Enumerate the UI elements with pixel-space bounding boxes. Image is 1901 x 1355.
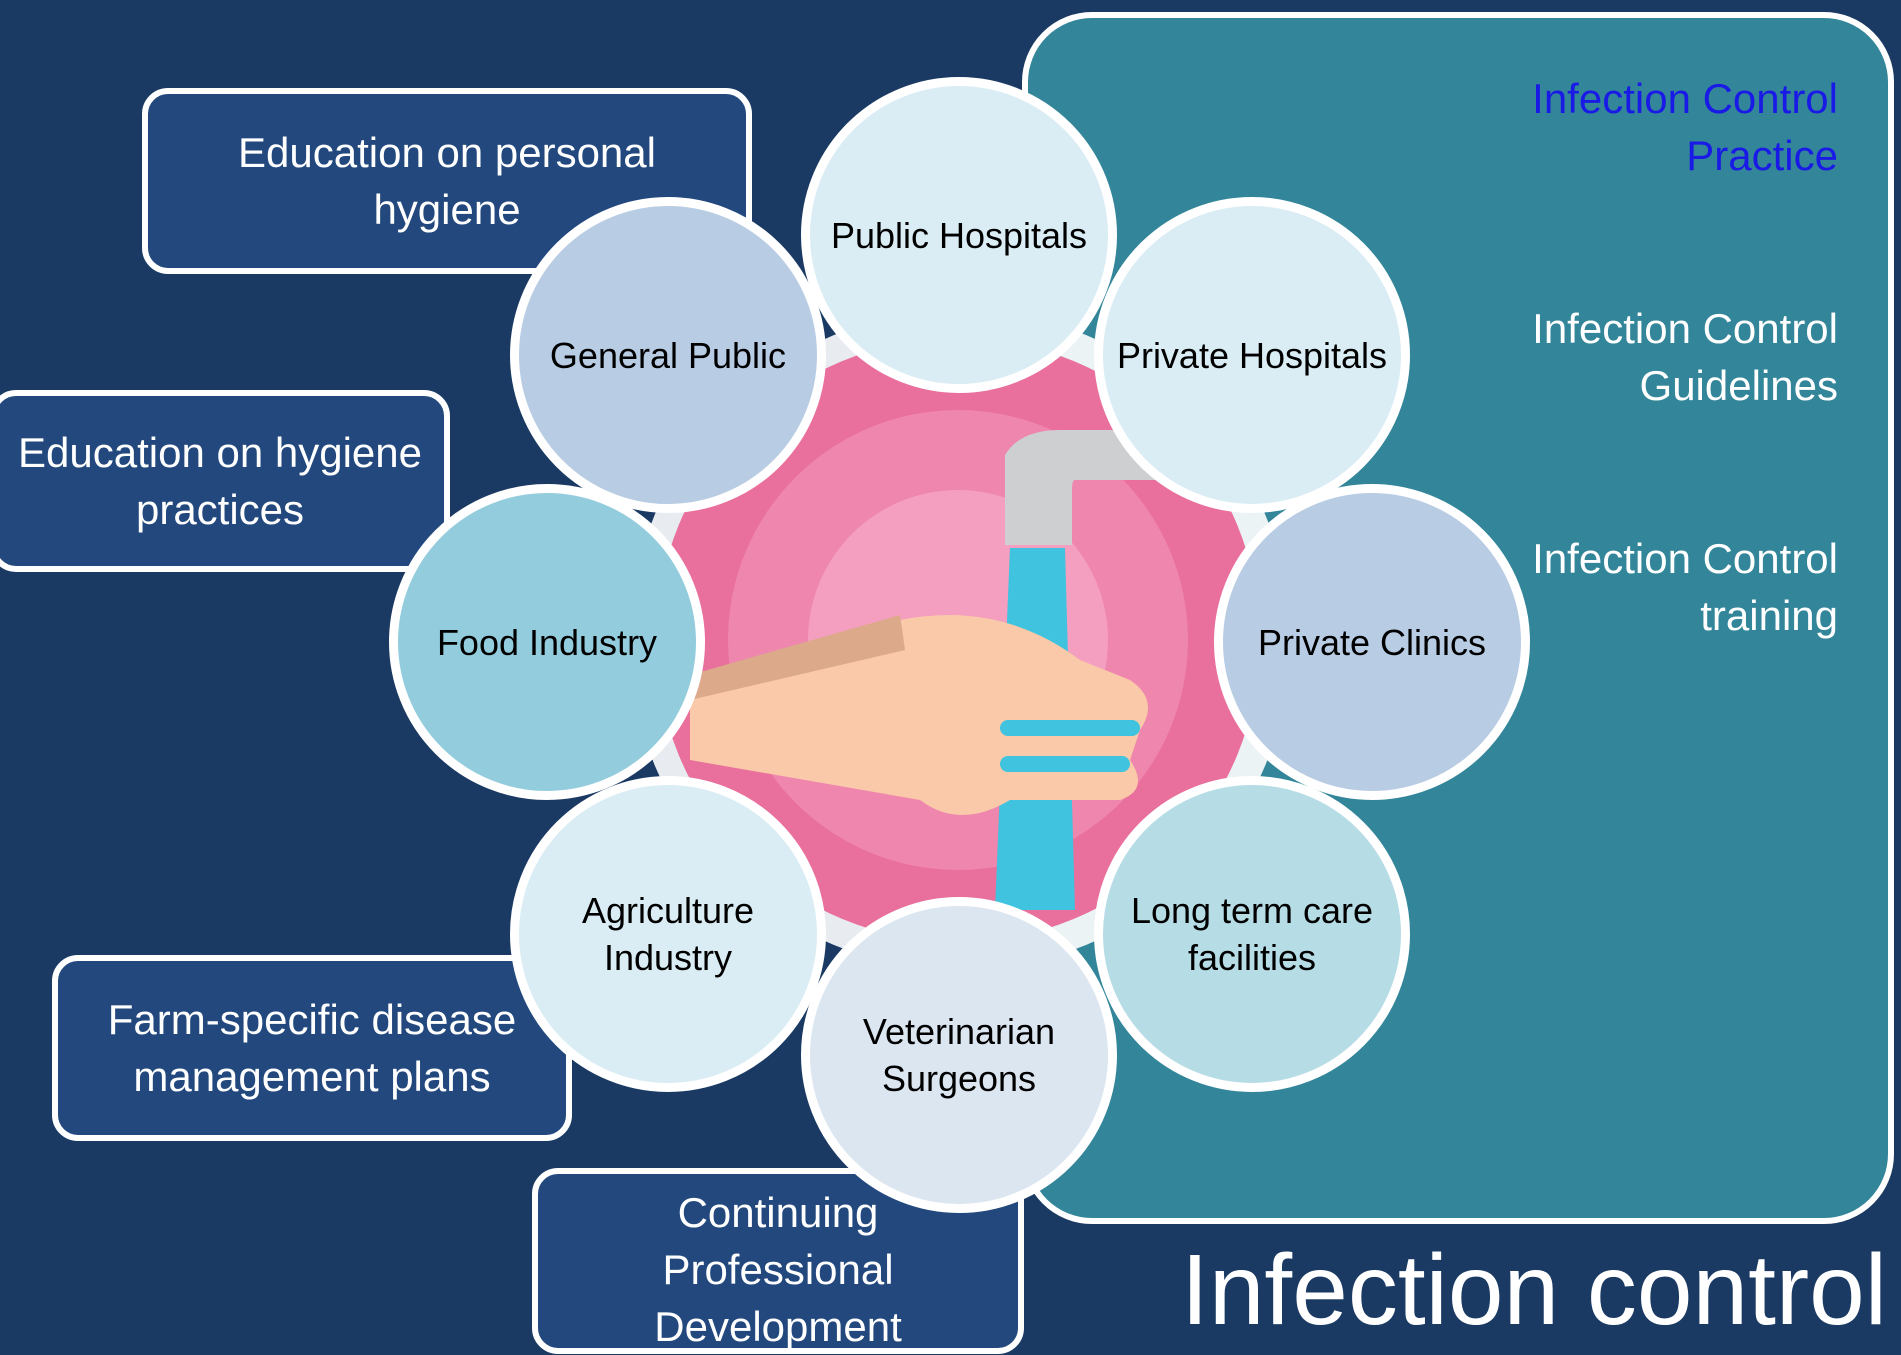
panel-item-training[interactable]: Infection Control training xyxy=(1532,535,1838,639)
node-agriculture-industry: Agriculture Industry xyxy=(510,776,826,1092)
water-drop-icon xyxy=(1000,756,1130,772)
node-long-term-care: Long term care facilities xyxy=(1094,776,1410,1092)
node-label: Food Industry xyxy=(436,621,658,663)
box-hygiene-practices: Education on hygiene practices xyxy=(0,390,450,572)
node-label: Public Hospitals xyxy=(830,214,1088,256)
wrist-icon xyxy=(690,615,905,700)
node-label: Agriculture Industry xyxy=(581,890,755,978)
node-public-hospitals: Public Hospitals xyxy=(801,77,1117,393)
node-veterinarian-surgeons: Veterinarian Surgeons xyxy=(801,897,1117,1213)
node-label: Long term care facilities xyxy=(1130,890,1374,978)
box-farm-plans: Farm-specific disease management plans xyxy=(52,955,572,1141)
water-drop-icon xyxy=(1000,720,1140,736)
node-label: General Public xyxy=(549,334,787,376)
node-general-public: General Public xyxy=(510,197,826,513)
panel-item-guidelines[interactable]: Infection Control Guidelines xyxy=(1532,305,1838,409)
box-cpd: Continuing Professional Development xyxy=(532,1168,1024,1354)
node-private-hospitals: Private Hospitals xyxy=(1094,197,1410,513)
node-label: Veterinarian Surgeons xyxy=(862,1011,1056,1099)
panel-item-practice[interactable]: Infection Control Practice xyxy=(1532,75,1838,179)
node-private-clinics: Private Clinics xyxy=(1214,484,1530,800)
node-label: Private Hospitals xyxy=(1116,334,1388,376)
node-food-industry: Food Industry xyxy=(389,484,705,800)
node-label: Private Clinics xyxy=(1257,621,1487,663)
page-title: Infection control xyxy=(1181,1234,1887,1346)
